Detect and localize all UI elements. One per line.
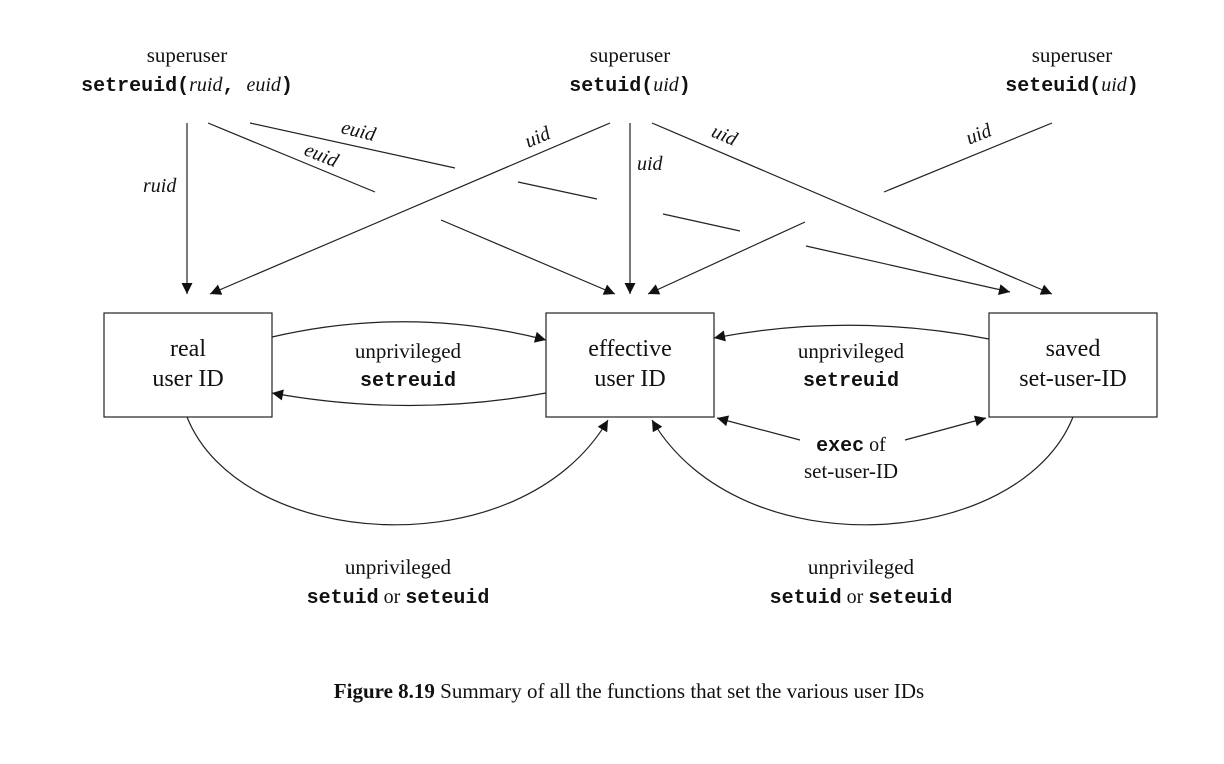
arc-saved-to-effective xyxy=(651,416,1074,526)
real-box-line2: user ID xyxy=(152,366,223,392)
effective-user-id-box: effective user ID xyxy=(545,312,715,418)
arrow-effective-to-real xyxy=(271,389,547,407)
label-uid-to-effective: uid xyxy=(637,153,664,175)
real-box-line1: real xyxy=(170,336,206,362)
saved-box-line1: saved xyxy=(1046,336,1101,362)
bottom-left-unprivileged-label: unprivileged xyxy=(345,555,452,579)
bottom-left-functions-label: setuid or seteuid xyxy=(307,586,490,610)
saved-set-user-id-box: saved set-user-ID xyxy=(988,312,1158,418)
exec-label: exec of xyxy=(816,434,886,458)
real-effective-unprivileged-label: unprivileged xyxy=(355,339,462,363)
setuid-superuser-label: superuser xyxy=(590,43,670,67)
label-euid-lower: euid xyxy=(301,139,342,173)
arrow-seteuid-to-effective xyxy=(648,122,1053,294)
seteuid-call-text: seteuid(uid) xyxy=(1005,74,1139,98)
arrow-exec-to-effective xyxy=(716,415,801,441)
arrow-real-to-effective xyxy=(271,321,547,343)
arrow-setreuid-euid-upper xyxy=(249,122,1010,292)
arrow-exec-to-saved xyxy=(904,415,987,441)
saved-effective-unprivileged-label: unprivileged xyxy=(798,339,905,363)
label-uid-to-real: uid xyxy=(522,122,555,153)
effective-box-line2: user ID xyxy=(594,366,665,392)
arrow-saved-to-effective xyxy=(713,324,990,342)
figure-caption: Figure 8.19 Summary of all the functions… xyxy=(334,679,924,703)
label-euid-upper: euid xyxy=(339,116,379,146)
saved-box-line2: set-user-ID xyxy=(1019,366,1126,392)
seteuid-superuser-label: superuser xyxy=(1032,43,1112,67)
saved-effective-setreuid-label: setreuid xyxy=(803,370,899,393)
exec-set-user-id-label: set-user-ID xyxy=(804,459,898,483)
bottom-right-functions-label: setuid or seteuid xyxy=(770,586,953,610)
setreuid-call-text: setreuid(ruid, euid) xyxy=(81,74,293,98)
setuid-source: superuser setuid(uid) xyxy=(569,43,691,98)
effective-box-line1: effective xyxy=(588,336,672,362)
setuid-call-text: setuid(uid) xyxy=(569,74,691,98)
label-uid-seteuid: uid xyxy=(963,119,996,149)
bottom-right-unprivileged-label: unprivileged xyxy=(808,555,915,579)
arrow-setreuid-euid-lower xyxy=(207,122,615,294)
real-user-id-box: real user ID xyxy=(103,312,273,418)
label-uid-to-saved: uid xyxy=(708,120,741,151)
label-ruid: ruid xyxy=(143,175,177,197)
setreuid-superuser-label: superuser xyxy=(147,43,227,67)
arrow-setuid-to-saved xyxy=(651,122,1053,295)
real-effective-setreuid-label: setreuid xyxy=(360,370,456,393)
arrow-setuid-to-real xyxy=(209,122,611,295)
setreuid-source: superuser setreuid(ruid, euid) xyxy=(81,43,293,98)
seteuid-source: superuser seteuid(uid) xyxy=(1005,43,1139,98)
arc-real-to-effective xyxy=(186,416,609,526)
